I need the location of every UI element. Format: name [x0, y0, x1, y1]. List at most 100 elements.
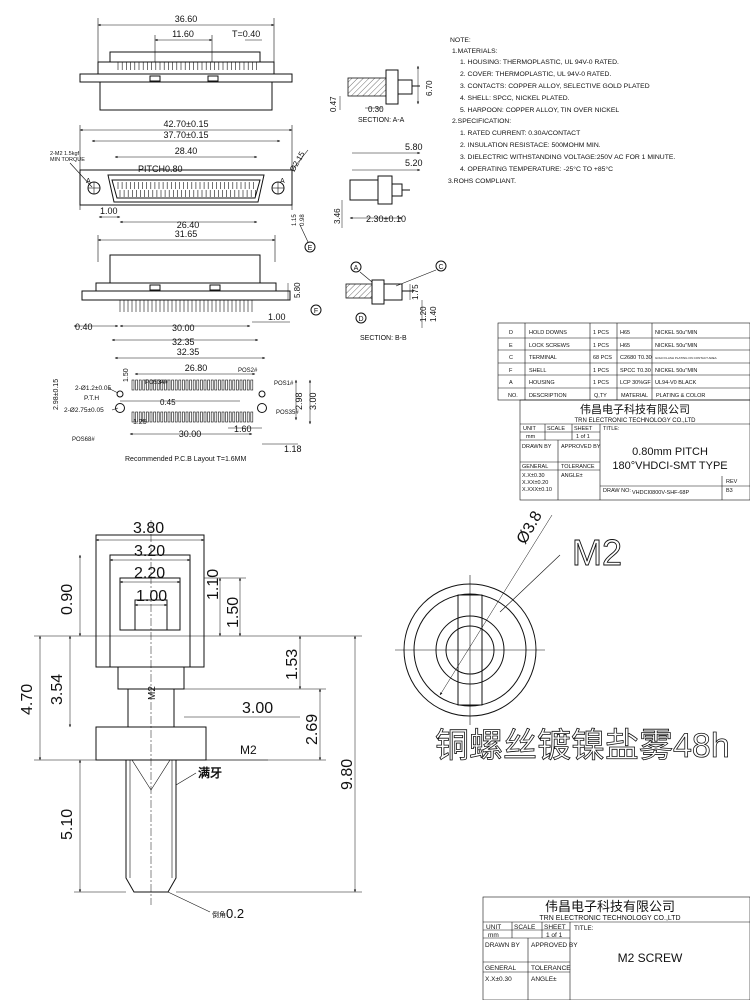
pcb-pad: [192, 379, 196, 391]
pcb-pad: [149, 411, 153, 423]
pcb-pad: [185, 411, 189, 423]
pcb-pad: [167, 379, 171, 391]
screw-dim-4-70: 4.70: [19, 684, 36, 715]
pcb-pad: [221, 411, 225, 423]
bottom-angle: ANGLE±: [531, 976, 557, 983]
dim-11-60: 11.60: [172, 29, 194, 39]
material-1: 1. HOUSING: THERMOPLASTIC, UL 94V-0 RATE…: [460, 59, 619, 66]
connector-top-view: 36.60 11.60 T=0.40: [79, 14, 293, 111]
screw-dim-2-69: 2.69: [304, 714, 321, 745]
dim-0-40: 0.40: [75, 322, 93, 332]
pcb-dim-1-18: 1.18: [284, 444, 302, 454]
pcb-pad: [182, 411, 185, 423]
bom-cell: H65: [620, 330, 630, 336]
bottom-title: M2 SCREW: [618, 951, 683, 965]
section-a-a-label: SECTION: A-A: [358, 117, 405, 124]
top-sheet: SHEET: [574, 426, 593, 432]
bom-cell: E: [509, 343, 513, 349]
top-draw-no: VHDCI0800V-SHF-68P: [632, 490, 689, 496]
note-heading: NOTE:: [450, 37, 471, 44]
pcb-pad: [131, 411, 135, 423]
top-title-label: TITLE:: [603, 426, 620, 432]
pcb-pad: [138, 379, 142, 391]
pcb-pad: [232, 411, 236, 423]
screw-dim-1-53: 1.53: [284, 649, 301, 680]
material-2: 2. COVER: THERMOPLASTIC, UL 94V-0 RATED.: [460, 71, 611, 78]
screw-dim-9-80: 9.80: [339, 759, 356, 790]
pcb-pad: [243, 379, 246, 391]
connector-drawing: 36.60 11.60 T=0.40 42.70±0.15 37.70±0.15…: [50, 14, 750, 501]
pcb-pad: [225, 379, 228, 391]
pcb-pad: [203, 379, 207, 391]
pcb-layout: 32.35 26.80 POS34# POS2# POS1# POS35# PO…: [53, 347, 318, 463]
pcb-pad: [185, 379, 189, 391]
pos34-label: POS34#: [145, 380, 168, 386]
bom-cell: GOLD FLASH PLATING ON CONTACT AREA: [655, 356, 717, 360]
connector-top-pins: [117, 62, 257, 70]
top-general: GENERAL: [522, 464, 548, 470]
screw-m2-big: M2: [572, 532, 622, 573]
pcb-pad: [156, 411, 160, 423]
screw-dim-5-10: 5.10: [59, 809, 76, 840]
label-e: E: [308, 245, 313, 252]
pcb-pad: [250, 411, 254, 423]
chamfer-label: 倒角: [212, 910, 226, 919]
label-a-circle: A: [354, 265, 359, 272]
label-f-circle: F: [314, 308, 318, 315]
dim-3-46: 3.46: [333, 208, 342, 224]
label-d-circle: D: [358, 316, 363, 323]
connector-front-pins: [119, 300, 253, 312]
section-b-b: A C F D 1.75 1.20 1.40 SECTION: B-B: [310, 260, 447, 342]
pcb-pad: [189, 411, 192, 423]
pcb-pad: [142, 379, 146, 391]
bom-cell: D: [509, 330, 513, 336]
bom-cell: NICKEL 50u"MIN: [655, 343, 697, 349]
bottom-company-en: TRN ELECTRONIC TECHNOLOGY CO.,LTD: [539, 915, 680, 922]
bom-cell: UL94-V0 BLACK: [655, 380, 697, 386]
pcb-pad: [243, 411, 246, 423]
pcb-pad: [171, 379, 174, 391]
top-company-en: TRN ELECTRONIC TECHNOLOGY CO.,LTD: [574, 418, 696, 424]
bottom-scale: SCALE: [514, 924, 536, 931]
pcb-pad: [218, 411, 221, 423]
bom-cell: NICKEL 50u"MIN: [655, 368, 697, 374]
spec-4: 4. OPERATING TEMPERATURE: -25°C TO +85°C: [460, 165, 613, 173]
dim-0-30: 0.30: [368, 105, 384, 114]
pcb-pad: [192, 411, 196, 423]
rohs-note: 3.ROHS COMPLIANT.: [448, 178, 516, 185]
pcb-pad: [196, 411, 200, 423]
top-rev-val: B3: [726, 488, 733, 494]
pcb-pad: [153, 411, 156, 423]
pcb-dim-26-80: 26.80: [185, 363, 208, 373]
pcb-pad: [225, 411, 228, 423]
bom-cell: 1 PCS: [593, 343, 609, 349]
pcb-dim-3-00: 3.00: [308, 392, 318, 410]
top-unit-val: mm: [526, 434, 536, 440]
pcb-pad: [149, 379, 153, 391]
screw-m2-vertical: M2: [147, 686, 158, 700]
pcb-pad: [221, 379, 225, 391]
dim-1-20: 1.20: [419, 306, 428, 322]
materials-heading: 1.MATERIALS:: [452, 48, 498, 55]
notes-block: NOTE: 1.MATERIALS: 1. HOUSING: THERMOPLA…: [448, 37, 675, 185]
label-a-left: A: [86, 178, 91, 185]
pcb-pad: [160, 379, 164, 391]
pos68-label: POS68#: [72, 437, 95, 443]
bom-cell: C: [509, 355, 513, 361]
pcb-dim-2-98: 2.98: [294, 392, 304, 410]
salt-spray-note: 铜螺丝镀镍盐雾48h: [435, 727, 730, 765]
top-unit: UNIT: [523, 426, 536, 432]
top-approved-by: APPROVED BY: [561, 444, 601, 450]
pcb-pad: [174, 379, 178, 391]
bom-cell: HOUSING: [529, 380, 555, 386]
bom-cell: SPCC T0.30: [620, 368, 651, 374]
dim-26-40: 26.40: [177, 220, 200, 230]
pcb-pad: [210, 379, 214, 391]
screw-drawing: 3.80 3.20 2.20 1.00 0.90 3.54 4.70 5.10 …: [19, 508, 750, 1000]
dim-5-80: 5.80: [405, 142, 423, 152]
screw-dim-2-20: 2.20: [134, 565, 165, 582]
top-title-line-2: 180°VHDCI-SMT TYPE: [612, 460, 727, 472]
pcb-pad: [246, 411, 250, 423]
pcb-pad: [153, 379, 156, 391]
